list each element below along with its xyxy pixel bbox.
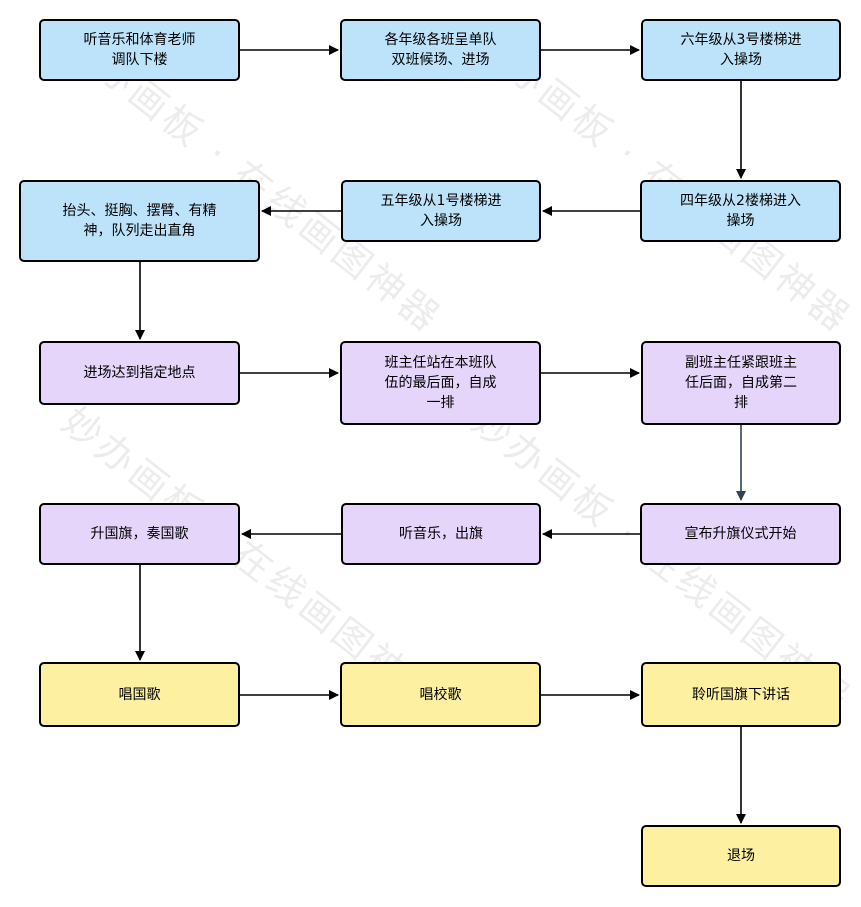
node-n10[interactable]: 宣布升旗仪式开始 (640, 503, 841, 565)
node-label: 升国旗，奏国歌 (90, 526, 189, 542)
node-label: 抬头、挺胸、摆臂、有精神，队列走出直角 (62, 203, 217, 239)
node-n1[interactable]: 听音乐和体育老师调队下楼 (39, 19, 240, 81)
node-label: 副班主任紧跟班主任后面，自成第二排 (685, 355, 797, 411)
node-n9[interactable]: 副班主任紧跟班主任后面，自成第二排 (641, 341, 841, 425)
node-label: 听音乐和体育老师调队下楼 (83, 32, 196, 68)
node-label: 各年级各班呈单队双班候场、进场 (384, 32, 497, 68)
node-label: 六年级从3号楼梯进入操场 (680, 32, 802, 68)
node-n6[interactable]: 抬头、挺胸、摆臂、有精神，队列走出直角 (19, 180, 260, 262)
node-n8[interactable]: 班主任站在本班队伍的最后面，自成一排 (340, 341, 541, 425)
node-label: 五年级从1号楼梯进入操场 (380, 193, 502, 229)
node-n5[interactable]: 五年级从1号楼梯进入操场 (341, 180, 541, 242)
node-label: 唱国歌 (118, 686, 161, 703)
node-label: 退场 (727, 848, 755, 864)
node-n3[interactable]: 六年级从3号楼梯进入操场 (641, 19, 841, 81)
node-label: 唱校歌 (419, 686, 462, 703)
node-n2[interactable]: 各年级各班呈单队双班候场、进场 (340, 19, 541, 81)
node-n7[interactable]: 进场达到指定地点 (39, 341, 240, 405)
node-label: 进场达到指定地点 (83, 365, 196, 381)
node-label: 四年级从2楼梯进入操场 (680, 193, 801, 229)
node-n4[interactable]: 四年级从2楼梯进入操场 (640, 180, 841, 242)
node-n15[interactable]: 聆听国旗下讲话 (641, 662, 841, 727)
node-n13[interactable]: 唱国歌 (39, 662, 240, 727)
node-n11[interactable]: 听音乐，出旗 (341, 503, 541, 565)
node-n12[interactable]: 升国旗，奏国歌 (39, 503, 240, 565)
node-n16[interactable]: 退场 (641, 825, 841, 887)
node-n14[interactable]: 唱校歌 (340, 662, 541, 727)
node-label: 班主任站在本班队伍的最后面，自成一排 (384, 355, 497, 411)
node-label: 听音乐，出旗 (399, 526, 483, 542)
node-label: 宣布升旗仪式开始 (684, 526, 797, 542)
node-label: 聆听国旗下讲话 (692, 686, 790, 703)
